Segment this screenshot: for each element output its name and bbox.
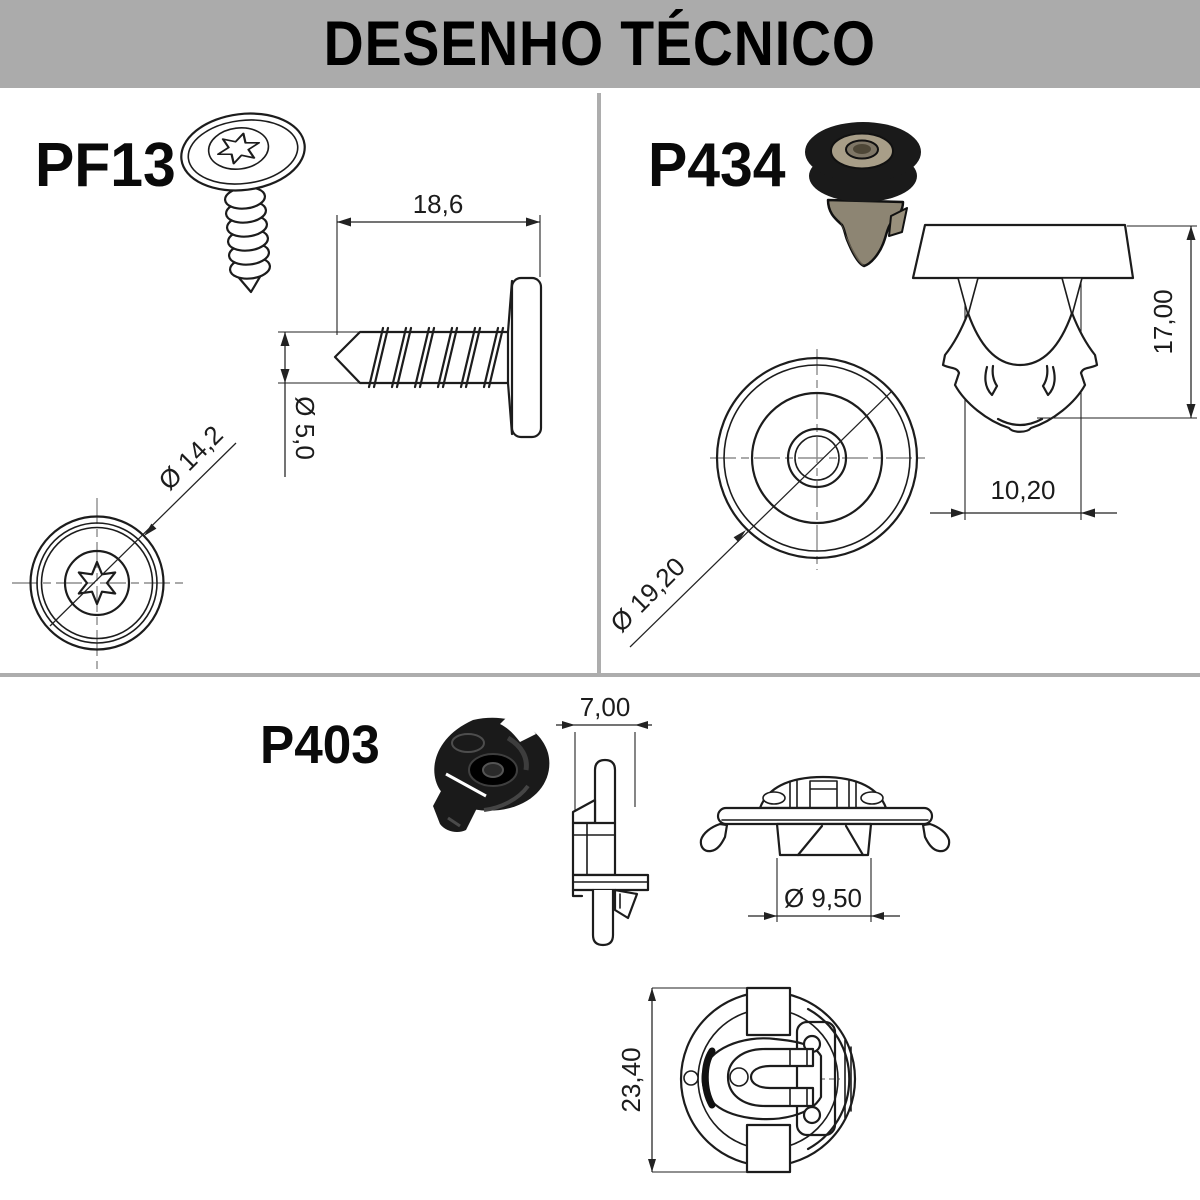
- clip-flange-profile: [911, 223, 1135, 280]
- p403-clip-render: [433, 717, 550, 832]
- dim-length-text: 23,40: [616, 1047, 646, 1112]
- p403-bottom-view-drawing: 23,40: [616, 986, 857, 1174]
- dim-flange-diameter-text: Ø 19,20: [604, 551, 691, 638]
- dim-width: 10,20: [930, 475, 1117, 518]
- dim-height: 17,00: [1037, 225, 1197, 419]
- dim-head-diameter-text: Ø 14,2: [152, 419, 228, 495]
- p403-front-view-drawing: Ø 9,50: [699, 775, 951, 922]
- dim-width-text: 10,20: [990, 475, 1055, 505]
- torx-recess-icon: [77, 560, 117, 606]
- p434-front-view-drawing: Ø 19,20: [604, 349, 928, 648]
- dim-base-diameter: Ø 9,50: [748, 858, 900, 922]
- p434-side-view-drawing: 17,00 10,20: [911, 223, 1197, 520]
- screw-head: [180, 112, 306, 192]
- dim-thickness-text: 7,00: [580, 692, 631, 722]
- clip-anchor-profile: [941, 311, 1099, 433]
- torx-recess-icon: [216, 132, 261, 165]
- p434-clip-render: [805, 122, 921, 268]
- dim-length: 23,40: [616, 987, 747, 1173]
- screw-washer-flange: [510, 276, 543, 439]
- clip-bottom-tab: [745, 1123, 792, 1174]
- pf13-side-view-drawing: 18,6 Ø 5,0: [278, 189, 543, 477]
- pf13-head-view-drawing: Ø 14,2: [12, 419, 237, 673]
- dim-height-text: 17,00: [1148, 289, 1178, 354]
- dim-head-diameter: Ø 14,2: [49, 419, 237, 627]
- dim-base-diameter-text: Ø 9,50: [784, 883, 862, 913]
- clip-front-profile: [699, 775, 951, 857]
- horizontal-divider: [0, 673, 1200, 677]
- dim-shaft-diameter-text: Ø 5,0: [290, 396, 320, 460]
- screw-threads: [367, 326, 505, 389]
- clip-lever-arm: [433, 778, 483, 832]
- p403-side-view-drawing: 7,00: [556, 692, 652, 947]
- header-bar: DESENHO TÉCNICO: [0, 0, 1200, 88]
- part-label-p403: P403: [260, 715, 380, 775]
- screw-thread-coil: [223, 186, 272, 280]
- part-label-pf13: PF13: [35, 131, 176, 200]
- vertical-divider: [597, 93, 601, 677]
- clip-horseshoe-slot: [726, 1047, 815, 1108]
- dim-length-text: 18,6: [413, 189, 464, 219]
- pf13-screw-render: [180, 112, 306, 294]
- dim-shaft-diameter: Ø 5,0: [278, 331, 375, 477]
- dim-length: 18,6: [336, 189, 541, 335]
- clip-side-profile: [571, 758, 650, 947]
- dim-thickness: 7,00: [556, 692, 652, 812]
- centerlines: [710, 349, 928, 570]
- clip-top-tab: [745, 986, 792, 1037]
- centerlines: [12, 498, 185, 673]
- clip-rubber-cap: [805, 122, 921, 202]
- page-title: DESENHO TÉCNICO: [323, 9, 877, 79]
- part-label-p434: P434: [648, 131, 786, 200]
